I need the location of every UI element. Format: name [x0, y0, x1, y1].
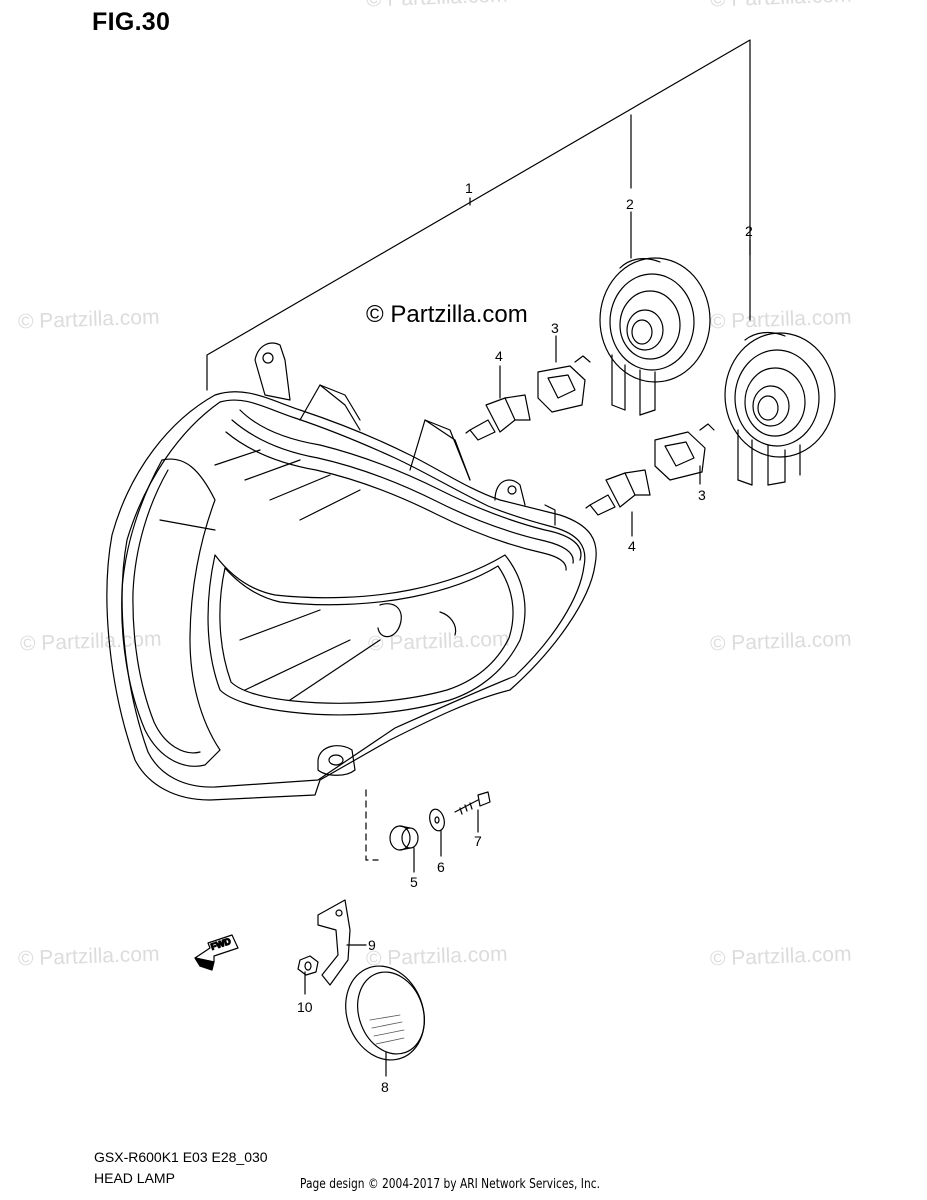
bulb-socket-lower — [654, 423, 715, 481]
bracket — [317, 899, 351, 986]
brand-label: © Partzilla.com — [366, 301, 528, 328]
socket-cap-right — [724, 331, 836, 486]
fwd-arrow-icon: FWD — [194, 934, 239, 971]
socket-cap-upper — [599, 257, 711, 416]
model-code: GSX-R600K1 E03 E28_030 — [94, 1149, 268, 1165]
bulb-lower — [585, 469, 651, 516]
reflector — [345, 965, 425, 1061]
callout-4: 4 — [495, 348, 503, 364]
page-footer: Page design © 2004-2017 by ARI Network S… — [300, 1177, 600, 1192]
callout-6: 6 — [437, 859, 445, 875]
callout-4: 4 — [628, 538, 636, 554]
section-name: HEAD LAMP — [94, 1170, 175, 1186]
leader-lines — [206, 39, 751, 1077]
leader-line-main — [206, 39, 751, 391]
figure-title: FIG.30 — [92, 8, 171, 36]
callout-2: 2 — [626, 196, 634, 212]
callout-8: 8 — [381, 1079, 389, 1095]
head-lamp-housing — [106, 342, 597, 801]
bulb-socket-upper — [537, 355, 591, 413]
callout-9: 9 — [368, 937, 376, 953]
bulb-upper — [465, 394, 531, 441]
callout-3: 3 — [698, 487, 706, 503]
callout-10: 10 — [297, 999, 313, 1015]
grommet — [389, 825, 419, 851]
washer — [429, 808, 445, 832]
screw — [454, 791, 491, 815]
nut — [297, 955, 319, 976]
callout-3: 3 — [551, 320, 559, 336]
callout-5: 5 — [410, 874, 418, 890]
leader-line-grommet — [365, 789, 379, 861]
callout-2: 2 — [745, 223, 753, 239]
callout-labels: 1 2 2 3 4 3 4 5 6 7 9 10 8 — [297, 180, 753, 1095]
callout-1: 1 — [465, 180, 473, 196]
callout-7: 7 — [474, 833, 482, 849]
